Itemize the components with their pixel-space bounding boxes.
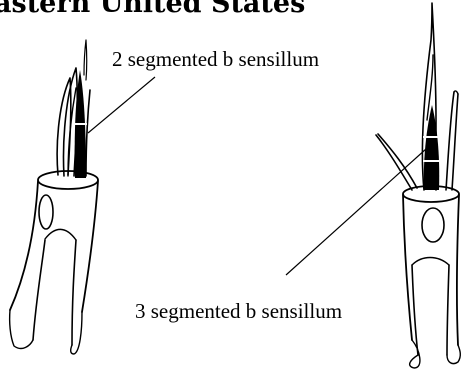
left-antennal-segment [10,171,98,354]
right-antennal-segment [403,186,460,368]
label-two-segmented-sensillum: 2 segmented b sensillum [112,47,319,71]
label-three-segmented-sensillum: 3 segmented b sensillum [135,299,342,323]
right-setae [376,3,458,190]
right-sensillum-b [423,105,440,190]
left-specimen [10,40,98,354]
leader-line-2seg [88,77,155,133]
right-specimen [376,3,460,368]
left-sensillum-b [74,70,87,178]
page-title: astern United States [0,0,305,21]
